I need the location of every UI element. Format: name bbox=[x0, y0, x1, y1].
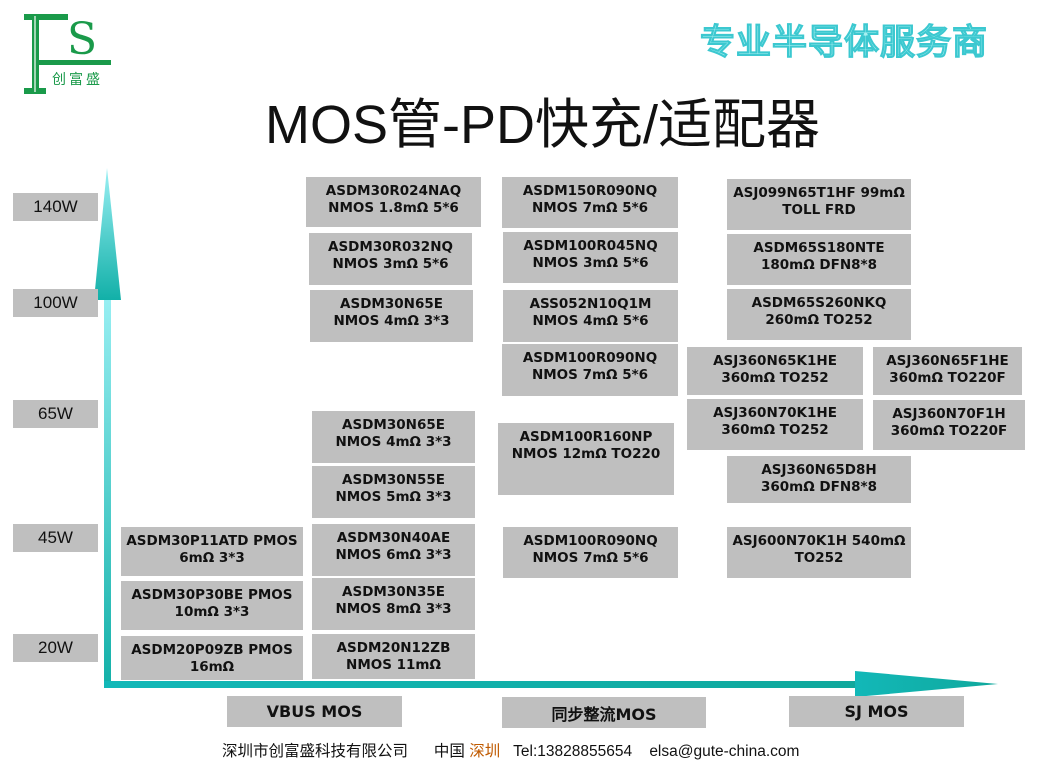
part-spec: NMOS 1.8mΩ 5*6 bbox=[328, 200, 459, 216]
power-label-140w: 140W bbox=[13, 193, 98, 221]
part-name: ASJ360N65K1HE bbox=[713, 353, 837, 369]
part-spec: 16mΩ bbox=[189, 659, 235, 675]
tagline: 专业半导体服务商 bbox=[699, 23, 989, 64]
part-name: ASDM30N55E bbox=[342, 472, 445, 488]
part-spec: NMOS 7mΩ 5*6 bbox=[531, 200, 649, 216]
part-spec: 6mΩ 3*3 bbox=[179, 550, 245, 566]
part-spec: 360mΩ TO220F bbox=[889, 370, 1006, 386]
part-spec: TO252 bbox=[794, 550, 844, 566]
category-sj-mos: SJ MOS bbox=[789, 696, 964, 727]
part-name: ASJ360N65F1HE bbox=[886, 353, 1009, 369]
part-spec: 360mΩ TO220F bbox=[890, 423, 1008, 439]
x-axis-arrow bbox=[104, 671, 998, 697]
part-name: ASDM30N40AE bbox=[336, 530, 451, 546]
part-name: ASDM150R090NQ bbox=[522, 183, 658, 199]
part-name: ASDM30N65E bbox=[342, 417, 445, 433]
footer-tel: Tel:13828855654 bbox=[513, 743, 633, 760]
part-name: ASS052N10Q1M bbox=[529, 296, 652, 312]
part-name: ASDM30P30BE PMOS bbox=[131, 587, 293, 603]
part-name: ASDM65S260NKQ bbox=[751, 295, 887, 311]
footer-email: elsa@gute-china.com bbox=[649, 743, 800, 760]
power-label-100w: 100W bbox=[13, 289, 98, 317]
part-name: ASDM30R024NAQ bbox=[325, 183, 462, 199]
part-spec: 360mΩ TO252 bbox=[721, 422, 829, 438]
footer-city: 深圳 bbox=[469, 743, 501, 760]
part-spec: TOLL FRD bbox=[782, 202, 856, 218]
part-spec: NMOS 3mΩ 5*6 bbox=[532, 255, 649, 271]
logo-company-name: 创富盛 bbox=[52, 72, 103, 88]
part-name: ASDM30N35E bbox=[342, 584, 445, 600]
part-name: ASDM20N12ZB bbox=[336, 640, 451, 656]
part-name: ASJ099N65T1HF 99mΩ bbox=[733, 185, 905, 201]
part-spec: NMOS 12mΩ TO220 bbox=[511, 446, 661, 462]
power-label-65w: 65W bbox=[13, 400, 98, 428]
part-name: ASJ360N70F1H bbox=[892, 406, 1006, 422]
part-spec: 10mΩ 3*3 bbox=[174, 604, 250, 620]
company-logo: S 创富盛 bbox=[22, 12, 114, 96]
part-spec: NMOS 11mΩ bbox=[346, 657, 441, 673]
part-name: ASJ600N70K1H 540mΩ bbox=[732, 533, 906, 549]
svg-text:S: S bbox=[67, 14, 97, 65]
part-name: ASDM100R090NQ bbox=[522, 350, 658, 366]
part-name: ASDM20P09ZB PMOS bbox=[131, 642, 293, 658]
power-label-45w: 45W bbox=[13, 524, 98, 552]
footer-country: 中国 bbox=[433, 743, 465, 760]
part-name: ASDM30N65E bbox=[340, 296, 443, 312]
part-spec: NMOS 7mΩ 5*6 bbox=[532, 550, 649, 566]
part-spec: NMOS 4mΩ 3*3 bbox=[335, 434, 452, 450]
part-spec: NMOS 5mΩ 3*3 bbox=[335, 489, 452, 505]
part-name: ASDM100R090NQ bbox=[523, 533, 658, 549]
part-name: ASDM30R032NQ bbox=[328, 239, 453, 255]
part-spec: NMOS 7mΩ 5*6 bbox=[531, 367, 649, 383]
page-title: MOS管-PD快充/适配器 bbox=[264, 95, 820, 155]
part-spec: 360mΩ TO252 bbox=[721, 370, 829, 386]
footer-company: 深圳市创富盛科技有限公司 bbox=[222, 743, 409, 760]
part-spec: 360mΩ DFN8*8 bbox=[761, 479, 877, 495]
part-name: ASDM100R045NQ bbox=[523, 238, 658, 254]
part-spec: NMOS 3mΩ 5*6 bbox=[332, 256, 449, 272]
part-name: ASJ360N65D8H bbox=[761, 462, 877, 478]
y-axis-arrow bbox=[94, 168, 121, 688]
part-name: ASDM30P11ATD PMOS bbox=[126, 533, 298, 549]
part-spec: 180mΩ DFN8*8 bbox=[761, 257, 877, 273]
part-name: ASJ360N70K1HE bbox=[713, 405, 837, 421]
category-vbus-mos: VBUS MOS bbox=[227, 696, 402, 727]
power-label-20w: 20W bbox=[13, 634, 98, 662]
part-spec: NMOS 4mΩ 3*3 bbox=[333, 313, 450, 329]
part-name: ASDM100R160NP bbox=[519, 429, 653, 445]
footer: 深圳市创富盛科技有限公司 中国 深圳 Tel:13828855654 elsa@… bbox=[222, 739, 799, 761]
part-name: ASDM65S180NTE bbox=[753, 240, 885, 256]
part-spec: NMOS 8mΩ 3*3 bbox=[335, 601, 452, 617]
part-spec: 260mΩ TO252 bbox=[765, 312, 873, 328]
category-sync-rect-mos: 同步整流MOS bbox=[502, 697, 706, 728]
part-spec: NMOS 6mΩ 3*3 bbox=[335, 547, 452, 563]
part-spec: NMOS 4mΩ 5*6 bbox=[532, 313, 649, 329]
